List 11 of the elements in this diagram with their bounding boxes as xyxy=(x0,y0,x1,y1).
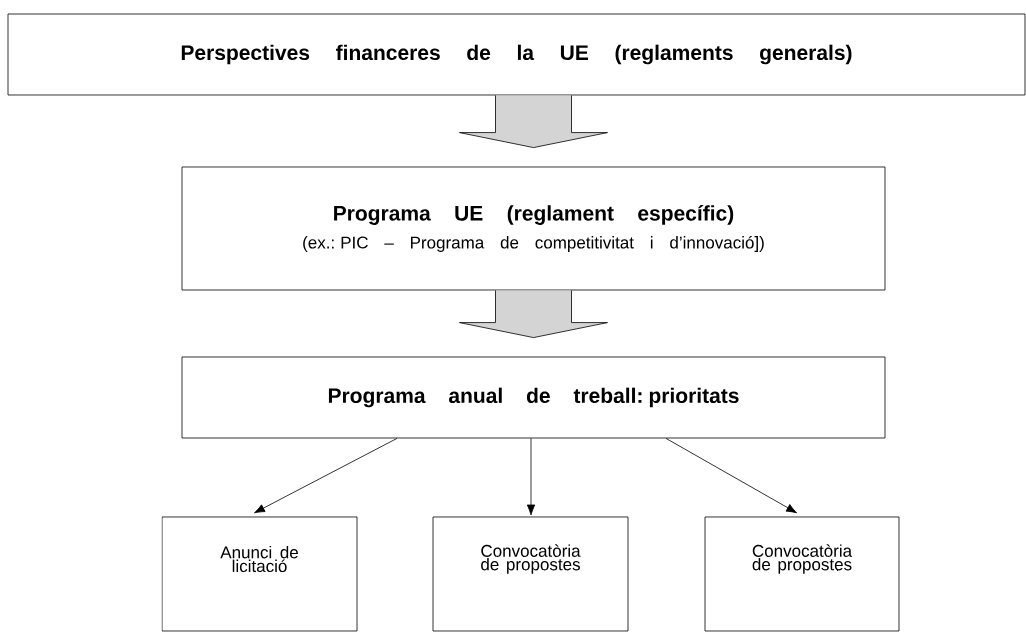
outcome-box: Convocatòria de propostes xyxy=(432,516,629,632)
process-box: Programa anual de treball: prioritats xyxy=(181,356,886,439)
arrow xyxy=(665,438,797,514)
outcome-box: Anunci de licitació xyxy=(161,516,358,632)
block-arrow xyxy=(459,95,608,148)
arrow xyxy=(526,438,536,516)
block-arrow xyxy=(459,290,608,338)
outcome-box: Convocatòria de propostes xyxy=(704,516,900,632)
arrow xyxy=(254,438,398,514)
title-box: Perspectives financeres de la UE (reglaments generals) xyxy=(7,13,1026,96)
process-box: Programa UE (reglament específic) (ex.: PIC – Programa de competitivitat i d’innovació]) xyxy=(181,166,886,291)
